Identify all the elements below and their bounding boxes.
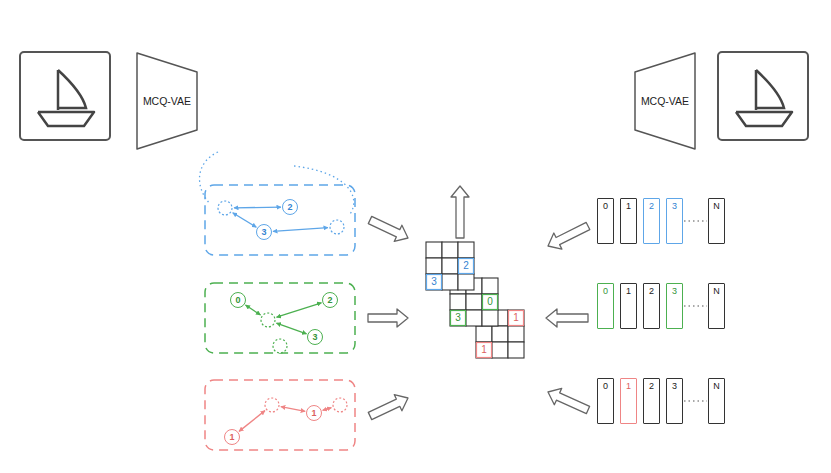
index-number: 3 xyxy=(312,333,317,342)
empty-graph-node xyxy=(218,201,232,215)
index-number: 2 xyxy=(649,287,654,296)
boat-icon xyxy=(718,52,808,140)
grid-code-index: 1 xyxy=(476,342,492,358)
codebook-vector: 2 xyxy=(643,378,660,424)
index-number: 1 xyxy=(626,287,631,296)
graph-group-box xyxy=(205,283,355,353)
graph-group-box xyxy=(205,380,355,450)
graph-node: 2 xyxy=(322,292,338,308)
graph-arrow xyxy=(276,323,306,334)
index-number: 2 xyxy=(287,203,292,212)
block-arrow xyxy=(368,216,408,241)
graph-node: 1 xyxy=(224,429,240,445)
codebook-ellipsis xyxy=(684,400,707,401)
block-arrow xyxy=(548,388,590,413)
grid-code-index: 3 xyxy=(426,274,442,290)
graph-node: 1 xyxy=(306,405,322,421)
codebook-ellipsis xyxy=(684,305,707,306)
index-number: 0 xyxy=(603,287,608,296)
index-number: 3 xyxy=(261,228,266,237)
index-number: 2 xyxy=(649,202,654,211)
index-number: 2 xyxy=(327,296,332,305)
graph-node: 3 xyxy=(256,224,272,240)
index-number: N xyxy=(713,202,720,211)
graph-node: 2 xyxy=(282,199,298,215)
code-grid xyxy=(426,242,474,290)
graph-node: 3 xyxy=(307,329,323,345)
codebook-ellipsis xyxy=(684,220,707,221)
index-number: N xyxy=(713,287,720,296)
codebook-vector: 1 xyxy=(620,283,637,329)
graph-arrow xyxy=(277,303,322,317)
codebook-vector: N xyxy=(708,378,725,424)
code-grid xyxy=(476,310,524,358)
graph-group-box xyxy=(205,185,355,255)
block-arrow xyxy=(548,222,590,249)
index-number: 3 xyxy=(672,382,677,391)
codebook-vector: 2 xyxy=(643,198,660,244)
graph-arrow xyxy=(234,206,281,208)
block-arrow xyxy=(368,309,408,327)
index-number: 0 xyxy=(603,382,608,391)
index-number: 0 xyxy=(603,202,608,211)
block-arrow xyxy=(546,309,588,327)
index-number: 3 xyxy=(672,287,677,296)
graph-arrow xyxy=(273,228,328,232)
block-arrow xyxy=(451,186,469,238)
boat-icon xyxy=(20,52,110,140)
graph-arrow xyxy=(323,408,332,411)
codebook-vector: 1 xyxy=(620,198,637,244)
empty-graph-node xyxy=(261,313,275,327)
index-number: 2 xyxy=(649,382,654,391)
codebook-vector: 1 xyxy=(620,378,637,424)
codebook-vector: 0 xyxy=(597,198,614,244)
graph-arrow xyxy=(245,305,260,315)
graph-arrow xyxy=(233,213,257,228)
grid-cell-highlight xyxy=(483,295,498,310)
empty-graph-node xyxy=(265,398,279,412)
codebook-vector: 3 xyxy=(666,283,683,329)
codebook-vector: N xyxy=(708,198,725,244)
grid-code-index: 3 xyxy=(450,310,466,326)
codebook-vector: 2 xyxy=(643,283,660,329)
index-number: 1 xyxy=(229,433,234,442)
graph-arrow xyxy=(239,411,265,432)
model-name: MCQ-VAE xyxy=(641,96,689,107)
grid-cell-highlight xyxy=(427,275,442,290)
dotted-link xyxy=(294,166,354,214)
index-number: 1 xyxy=(626,382,631,391)
grid-cell-highlight xyxy=(509,311,524,326)
index-number: 0 xyxy=(235,296,240,305)
empty-graph-node xyxy=(333,398,347,412)
model-name: MCQ-VAE xyxy=(143,96,191,107)
codebook-vector: 3 xyxy=(666,198,683,244)
codebook-vector: 0 xyxy=(597,378,614,424)
vae-block: MCQ-VAE xyxy=(136,52,198,150)
grid-cell-highlight xyxy=(459,259,474,274)
index-number: N xyxy=(713,382,720,391)
grid-code-index: 0 xyxy=(482,294,498,310)
grid-code-index: 2 xyxy=(458,258,474,274)
grid-code-index: 1 xyxy=(508,310,524,326)
index-number: 1 xyxy=(311,409,316,418)
graph-arrow xyxy=(281,407,305,412)
vae-block: MCQ-VAE xyxy=(634,52,696,150)
grid-cell-highlight xyxy=(477,343,492,358)
codebook-vector: 0 xyxy=(597,283,614,329)
dotted-link xyxy=(200,152,218,204)
empty-graph-node xyxy=(330,220,344,234)
index-number: 1 xyxy=(626,202,631,211)
graph-node: 0 xyxy=(230,292,246,308)
block-arrow xyxy=(368,395,408,420)
codebook-vector: N xyxy=(708,283,725,329)
empty-graph-node xyxy=(273,339,287,353)
index-number: 3 xyxy=(672,202,677,211)
grid-cell-highlight xyxy=(451,311,466,326)
codebook-vector: 3 xyxy=(666,378,683,424)
